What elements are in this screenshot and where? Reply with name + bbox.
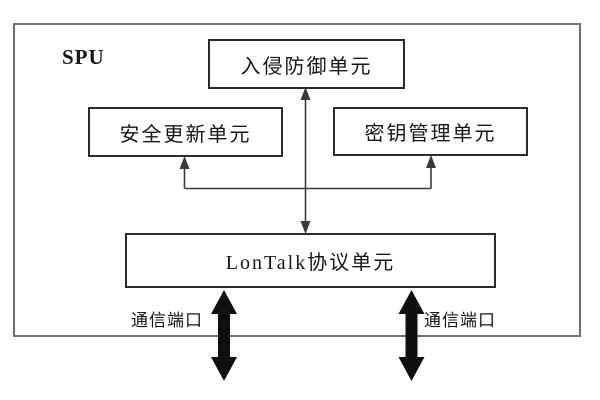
comm-port-label-left: 通信端口	[131, 311, 203, 330]
comm-port-label-right: 通信端口	[424, 311, 496, 330]
spu-container-border	[13, 23, 581, 337]
key-up-arrowhead	[426, 155, 436, 168]
central-up-arrowhead	[300, 87, 311, 100]
box-key-management-unit: 密钥管理单元	[333, 107, 528, 156]
box-intrusion-prevention-unit: 入侵防御单元	[208, 39, 405, 89]
box-lontalk-protocol-unit: LonTalk协议单元	[125, 233, 496, 288]
spu-title-label: SPU	[62, 45, 105, 69]
central-down-arrowhead	[300, 221, 311, 234]
comm-port-arrow-left	[211, 290, 237, 381]
box-security-update-unit: 安全更新单元	[88, 107, 283, 157]
update-up-arrowhead	[179, 156, 190, 169]
comm-port-arrow-right	[398, 290, 425, 381]
